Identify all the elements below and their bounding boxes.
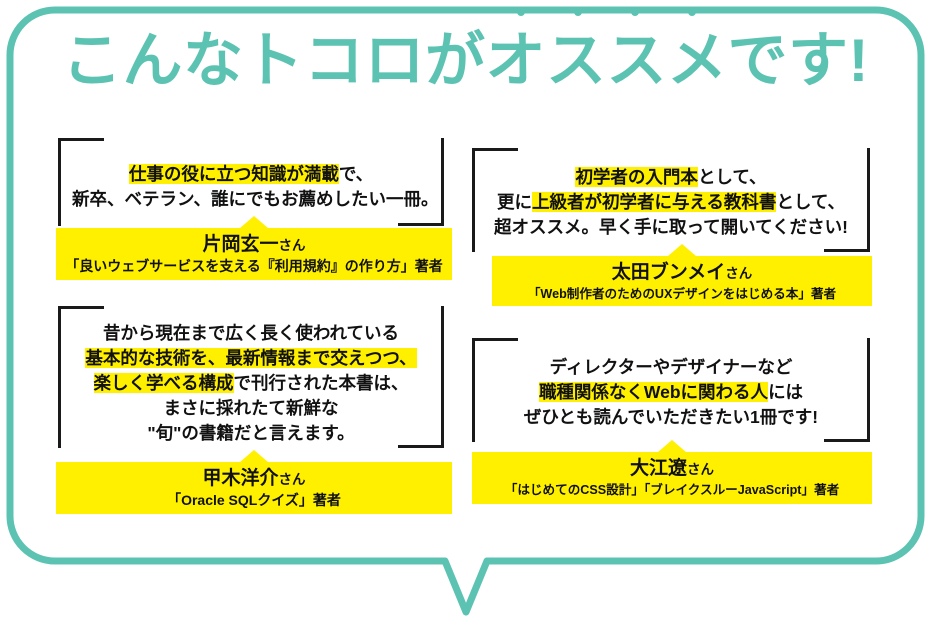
quote-highlight: 基本的な技術を、最新情報まで交えつつ、	[85, 348, 417, 368]
author-book: 「良いウェブサービスを支える『利用規約』の作り方」著者	[65, 258, 443, 274]
quote-line: 昔から現在まで広く長く使われている	[72, 321, 430, 346]
author-bar-notch	[240, 450, 268, 462]
author-name-text: 甲木洋介	[202, 468, 279, 489]
quote-text: として、	[697, 167, 767, 187]
author-name: 太田ブンメイさん	[492, 261, 872, 285]
author-honorific: さん	[725, 266, 753, 281]
quote-text: ぜひとも読んでいただきたい1冊です!	[523, 407, 819, 427]
bracket-top-left-horizontal	[472, 148, 518, 151]
quote-line: まさに採れたて新鮮な	[72, 396, 430, 421]
quote-text: で、	[338, 164, 374, 184]
quote-highlight: 職種関係なくWebに関わる人	[538, 382, 769, 402]
author-bar-oe: 大江遼さん 「はじめてのCSS設計」「ブレイクスルーJavaScript」著者	[472, 440, 872, 504]
bracket-bottom-right-vertical	[441, 138, 444, 226]
quote-text: 更に	[496, 192, 532, 212]
bracket-bottom-right-horizontal	[398, 223, 444, 226]
author-bar-notch	[658, 440, 686, 452]
title-part-before: こんなトコロが	[62, 27, 486, 94]
testimonial-ota: 初学者の入門本として、 更に上級者が初学者に与える教科書として、 超オススメ。早…	[472, 148, 870, 252]
title-part-after: です!	[727, 27, 869, 94]
quote-line: "旬"の書籍だと言えます。	[72, 421, 430, 446]
quote-line: ぜひとも読んでいただきたい1冊です!	[486, 405, 856, 430]
testimonial-oe: ディレクターやデザイナーなど 職種関係なくWebに関わる人には ぜひとも読んでい…	[472, 338, 870, 442]
bracket-bottom-right-horizontal	[824, 439, 870, 442]
author-name-text: 片岡玄一	[202, 234, 279, 255]
bracket-bottom-right-vertical	[441, 306, 444, 448]
quote-text: として、	[776, 192, 846, 212]
bracket-bottom-right-vertical	[867, 148, 870, 252]
author-name: 大江遼さん	[472, 457, 872, 481]
bracket-bottom-right-horizontal	[398, 445, 444, 448]
author-honorific: さん	[278, 472, 306, 487]
author-bar-katsuki: 甲木洋介さん 「Oracle SQLクイズ」著者	[56, 450, 452, 514]
quote-highlight: 初学者の入門本	[575, 167, 698, 187]
bracket-top-left-vertical	[58, 138, 61, 226]
author-name-text: 太田ブンメイ	[611, 262, 726, 283]
quote-text: 新卒、ベテラン、誰にでもお薦めしたい一冊。	[72, 189, 439, 209]
author-honorific: さん	[278, 238, 306, 253]
author-bar-notch	[240, 216, 268, 228]
author-book: 「Web制作者のためのUXデザインをはじめる本」著者	[527, 287, 837, 301]
author-bar-kataoka: 片岡玄一さん 「良いウェブサービスを支える『利用規約』の作り方」著者	[56, 216, 452, 280]
quote-block: 初学者の入門本として、 更に上級者が初学者に与える教科書として、 超オススメ。早…	[472, 148, 870, 252]
page-title: こんなトコロがオススメです!	[0, 8, 931, 95]
quote-block: ディレクターやデザイナーなど 職種関係なくWebに関わる人には ぜひとも読んでい…	[472, 338, 870, 442]
quote-text: 昔から現在まで広く長く使われている	[102, 323, 400, 343]
quote-line: 仕事の役に立つ知識が満載で、	[72, 162, 430, 187]
quote-highlight: 楽しく学べる構成	[93, 373, 234, 393]
bracket-bottom-right-horizontal	[824, 249, 870, 252]
quote-block: 仕事の役に立つ知識が満載で、 新卒、ベテラン、誰にでもお薦めしたい一冊。	[58, 138, 444, 226]
quote-line: 更に上級者が初学者に与える教科書として、	[486, 190, 856, 215]
quote-highlight: 仕事の役に立つ知識が満載	[128, 164, 339, 184]
bracket-top-left-vertical	[58, 306, 61, 448]
quote-line: 初学者の入門本として、	[486, 165, 856, 190]
emphasis-dots	[486, 8, 728, 16]
bracket-top-left-vertical	[472, 148, 475, 252]
bracket-top-left-vertical	[472, 338, 475, 442]
quote-line: 新卒、ベテラン、誰にでもお薦めしたい一冊。	[72, 187, 438, 212]
author-bar-ota: 太田ブンメイさん 「Web制作者のためのUXデザインをはじめる本」著者	[492, 244, 872, 306]
quote-text: まさに採れたて新鮮な	[163, 398, 339, 418]
quote-block: 昔から現在まで広く長く使われている 基本的な技術を、最新情報まで交えつつ、 楽し…	[58, 306, 444, 448]
author-honorific: さん	[687, 462, 714, 477]
quote-line: 職種関係なくWebに関わる人には	[486, 380, 856, 405]
testimonial-kataoka: 仕事の役に立つ知識が満載で、 新卒、ベテラン、誰にでもお薦めしたい一冊。	[58, 138, 444, 226]
bracket-top-left-horizontal	[58, 138, 104, 141]
quote-line: 超オススメ。早く手に取って開いてください!	[486, 215, 856, 240]
author-name: 片岡玄一さん	[56, 233, 452, 257]
author-name: 甲木洋介さん	[56, 467, 452, 491]
author-book: 「はじめてのCSS設計」「ブレイクスルーJavaScript」著者	[504, 483, 840, 497]
quote-text: "旬"の書籍だと言えます。	[147, 423, 355, 443]
title-emphasis: オススメ	[483, 8, 730, 95]
quote-text: 超オススメ。早く手に取って開いてください!	[494, 217, 848, 237]
quote-text: には	[768, 382, 804, 402]
quote-line: 楽しく学べる構成で刊行された本書は、	[72, 371, 430, 396]
author-name-text: 大江遼	[629, 458, 687, 479]
quote-text: で刊行された本書は、	[233, 373, 409, 393]
author-book: 「Oracle SQLクイズ」著者	[167, 492, 341, 508]
bracket-top-left-horizontal	[58, 306, 104, 309]
bracket-bottom-right-vertical	[867, 338, 870, 442]
quote-line: ディレクターやデザイナーなど	[486, 355, 856, 380]
bracket-top-left-horizontal	[472, 338, 518, 341]
testimonial-katsuki: 昔から現在まで広く長く使われている 基本的な技術を、最新情報まで交えつつ、 楽し…	[58, 306, 444, 448]
quote-text: ディレクターやデザイナーなど	[549, 357, 793, 377]
author-bar-notch	[668, 244, 696, 256]
quote-highlight: 上級者が初学者に与える教科書	[531, 192, 777, 212]
quote-line: 基本的な技術を、最新情報まで交えつつ、	[72, 346, 430, 371]
title-emphasis-text: オススメ	[485, 27, 728, 94]
